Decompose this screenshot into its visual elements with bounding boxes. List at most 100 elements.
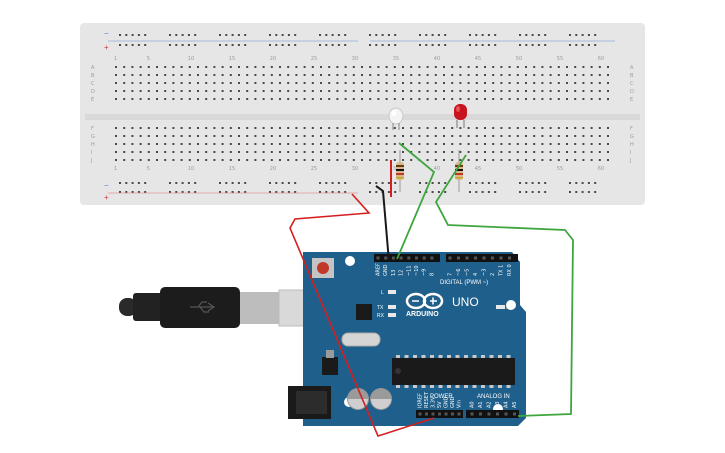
red-wire-5v[interactable] — [289, 193, 435, 437]
digital-header-left[interactable] — [374, 254, 440, 262]
col-number-top: 30 — [352, 56, 358, 62]
digital-pin[interactable] — [508, 256, 511, 260]
digital-header-right[interactable] — [446, 254, 518, 262]
arduino-brand: ARDUINO — [406, 311, 439, 318]
resistor-2-band-3 — [455, 173, 463, 175]
analog-pin-label: A2 — [487, 401, 493, 408]
black-wire-gnd[interactable] — [375, 185, 390, 263]
red-led-highlight — [456, 106, 460, 112]
analog-pin[interactable] — [504, 412, 508, 416]
row-letter-left: F — [91, 126, 94, 132]
digital-pin[interactable] — [391, 256, 395, 260]
digital-pin[interactable] — [482, 256, 486, 260]
digital-pin-label: TX 1 — [499, 265, 505, 277]
row-letter-right: H — [630, 142, 634, 148]
digital-pin[interactable] — [465, 256, 469, 260]
power-pin[interactable] — [444, 412, 448, 416]
digital-pin-label: AREF — [376, 263, 382, 276]
white-led[interactable] — [388, 107, 404, 130]
analog-pin[interactable] — [513, 412, 516, 416]
power-pin-label: RESET — [424, 391, 430, 408]
digital-pin[interactable] — [384, 256, 388, 260]
col-number-bottom: 30 — [352, 166, 358, 172]
digital-pin-label: 12 — [399, 270, 405, 276]
power-pin[interactable] — [457, 412, 461, 416]
digital-pin[interactable] — [474, 256, 477, 260]
mount-hole-1 — [345, 256, 355, 266]
digital-pin[interactable] — [407, 256, 411, 260]
rail-minus-top: − — [104, 29, 109, 38]
digital-pin-label: ~3 — [482, 269, 488, 276]
col-number-top: 60 — [598, 56, 604, 62]
col-number-top: 1 — [114, 56, 117, 62]
col-number-bottom: 25 — [311, 166, 317, 172]
digital-pin-label: ~9 — [422, 269, 428, 276]
row-letter-left: A — [91, 65, 95, 71]
led-l — [388, 290, 396, 294]
digital-pin[interactable] — [376, 256, 380, 260]
green-wire-analog[interactable] — [434, 154, 574, 417]
power-pin[interactable] — [418, 412, 422, 416]
red-led[interactable] — [454, 104, 467, 128]
rail-plus-top: + — [104, 43, 109, 52]
green-wire-pin-13[interactable] — [396, 142, 436, 260]
power-pin[interactable] — [431, 412, 435, 416]
usb-cable-icon[interactable] — [119, 287, 307, 328]
row-letter-left: B — [91, 73, 95, 79]
digital-pin-label: RX 0 — [507, 264, 513, 276]
bottom-pin-holes[interactable] — [418, 412, 517, 416]
analog-pin[interactable] — [470, 412, 474, 416]
power-pin[interactable] — [438, 412, 441, 416]
digital-pin[interactable] — [415, 256, 418, 260]
digital-pin[interactable] — [422, 256, 426, 260]
col-number-bottom: 20 — [270, 166, 276, 172]
row-letter-right: F — [630, 126, 633, 132]
analog-pin[interactable] — [487, 412, 491, 416]
digital-pin-label: ~5 — [465, 269, 471, 276]
col-number-top: 10 — [188, 56, 194, 62]
digital-pin-label: ~10 — [414, 265, 420, 276]
col-number-bottom: 1 — [114, 166, 117, 172]
row-letter-left: J — [90, 158, 92, 164]
row-letter-right: J — [629, 158, 631, 164]
col-number-top: 5 — [147, 56, 150, 62]
power-pin[interactable] — [425, 412, 428, 416]
usb-controller-chip — [356, 304, 372, 320]
digital-pin[interactable] — [499, 256, 503, 260]
breadboard-holes[interactable] — [115, 34, 609, 193]
digital-pin[interactable] — [399, 256, 403, 260]
analog-header[interactable] — [466, 410, 519, 418]
analog-pin[interactable] — [479, 412, 482, 416]
reset-button-icon[interactable] — [312, 258, 334, 278]
digital-pin-label: 13 — [391, 270, 397, 276]
digital-pin-label: ~11 — [406, 265, 412, 276]
digital-pin[interactable] — [430, 256, 434, 260]
resistor-2[interactable] — [455, 150, 463, 192]
row-letter-right: C — [630, 81, 634, 87]
resistor-1-band-2 — [396, 169, 404, 171]
analog-pin-label: A3 — [495, 401, 501, 408]
col-number-top: 15 — [229, 56, 235, 62]
col-number-top: 55 — [557, 56, 563, 62]
row-letter-left: G — [91, 134, 95, 140]
digital-pin[interactable] — [448, 256, 452, 260]
digital-pin-label: GND — [383, 264, 389, 276]
rail-minus-bottom: − — [104, 181, 109, 190]
analog-pin[interactable] — [496, 412, 499, 416]
resistor-1-band-3 — [396, 173, 404, 175]
led-label-tx: TX — [377, 305, 384, 311]
analog-pin-label: A1 — [478, 401, 484, 408]
digital-pin[interactable] — [491, 256, 494, 260]
power-pin[interactable] — [451, 412, 454, 416]
digital-pin[interactable] — [457, 256, 460, 260]
resistor-1[interactable] — [396, 150, 404, 192]
digital-pin-holes[interactable] — [376, 256, 512, 260]
capacitor-2-top — [371, 399, 391, 409]
col-number-top: 20 — [270, 56, 276, 62]
row-letter-left: H — [91, 142, 95, 148]
